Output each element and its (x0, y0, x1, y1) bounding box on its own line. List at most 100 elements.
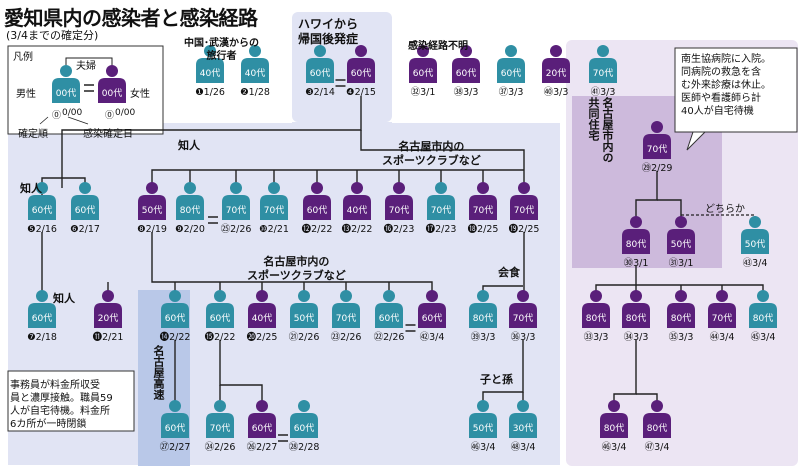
person-age: 40代 (245, 68, 265, 79)
person-order-date: ❹2/15 (346, 87, 376, 98)
person-age: 80代 (604, 423, 624, 434)
hawaii-panel (292, 12, 392, 122)
person-order-date: ❶1/26 (195, 87, 225, 98)
hospital-note-box (674, 47, 798, 133)
person-order-date: ㊹3/4 (710, 332, 735, 343)
person-order-date: ㊵3/3 (544, 87, 569, 98)
person-figure-p40: 20代 (542, 45, 570, 83)
person-body (427, 195, 455, 220)
person-head (590, 290, 602, 302)
legend-couple: 夫婦 (76, 61, 96, 72)
person-age: 70代 (473, 205, 493, 216)
person-body (469, 303, 497, 328)
legend-male: 男性 (16, 89, 36, 100)
wuhan-label: 中国･武漢からの 旅行者 (184, 38, 259, 62)
person-body (418, 303, 446, 328)
housing-label: 名古屋市内の 共同住宅 (587, 97, 614, 163)
person-order-date: ⓯2/22 (205, 332, 236, 343)
child-grandchild-label: 子と孫 (480, 373, 513, 386)
person-body (206, 413, 234, 438)
hawaii-label: ハワイから 帰国後発症 (298, 17, 359, 46)
person-age: 60代 (165, 423, 185, 434)
person-order-date: ⓫2/21 (93, 332, 124, 343)
person-body (600, 413, 628, 438)
person-head (651, 400, 663, 412)
person-figure-p26: 60代 (248, 400, 276, 438)
person-body (582, 303, 610, 328)
person-head (214, 400, 226, 412)
person-head (355, 45, 367, 57)
person-age: 30代 (513, 423, 533, 434)
person-order-date: ㊳3/3 (454, 87, 479, 98)
person-figure-p37: 60代 (497, 45, 525, 83)
person-head (351, 182, 363, 194)
person-head (426, 290, 438, 302)
person-age: 60代 (294, 423, 314, 434)
dochiraka-label: どちらか (705, 204, 745, 215)
person-age: 20代 (546, 68, 566, 79)
connector-line (61, 96, 362, 178)
person-age: 70代 (210, 423, 230, 434)
couple-equals (208, 216, 218, 224)
person-age: 70代 (336, 313, 356, 324)
person-figure-p43: 50代 (741, 216, 769, 254)
person-order-date: ㊻3/4 (602, 442, 627, 453)
person-age: 50代 (745, 239, 765, 250)
person-body (28, 303, 56, 328)
legend-order-symbol-female: ⓪ (105, 111, 115, 121)
person-figure-p30: 80代 (622, 216, 650, 254)
person-order-date: ㉒2/26 (374, 332, 405, 343)
person-body (708, 303, 736, 328)
legend-date-value-female: 0/00 (115, 108, 136, 118)
connector-line (482, 340, 524, 406)
person-order-date: ⓰2/23 (384, 224, 415, 235)
person-figure-p16: 70代 (385, 182, 413, 220)
sports-club-label-2: 名古屋市内の スポーツクラブなど (247, 255, 346, 282)
person-body (622, 303, 650, 328)
person-age: 60代 (252, 423, 272, 434)
person-head (383, 290, 395, 302)
person-age: 70代 (514, 205, 534, 216)
person-body (28, 195, 56, 220)
person-figure-p32: 60代 (409, 45, 437, 83)
person-figure-p17: 70代 (427, 182, 455, 220)
person-order-date: ㉜3/1 (411, 87, 436, 98)
connector-line (219, 340, 263, 406)
person-head (256, 400, 268, 412)
legend-box (7, 45, 164, 135)
person-figure-p28: 60代 (290, 400, 318, 438)
person-head (298, 400, 310, 412)
person-order-date: ❾2/20 (175, 224, 205, 235)
person-order-date: ㊸3/4 (743, 258, 768, 269)
person-age: 40代 (200, 68, 220, 79)
person-age: 80代 (626, 239, 646, 250)
person-order-date: ㉘2/28 (289, 442, 320, 453)
person-head (169, 290, 181, 302)
person-head (757, 290, 769, 302)
person-age: 70代 (226, 205, 246, 216)
person-order-date: ㊽3/4 (511, 442, 536, 453)
person-head (298, 290, 310, 302)
hospital-note: 南生協病院に入院。 同病院の救急を含 む外来診療は休止。 医師や看護師ら計 40… (681, 54, 771, 117)
person-order-date: ㉑2/26 (289, 332, 320, 343)
unknown-route-label: 感染経路不明 (408, 41, 468, 52)
person-figure-p15: 60代 (206, 290, 234, 328)
person-body (306, 58, 334, 83)
person-head (60, 65, 72, 77)
legend-order: 確定順 (18, 129, 48, 140)
person-order-date: ㊲3/3 (499, 87, 524, 98)
connector-line (151, 232, 433, 296)
person-body (667, 303, 695, 328)
couple-equals (335, 79, 346, 87)
person-order-date: ㉛3/1 (669, 258, 694, 269)
person-head (505, 45, 517, 57)
person-age: 40代 (347, 205, 367, 216)
acquaintance-label-3: 知人 (53, 292, 75, 305)
person-figure-p25: 70代 (222, 182, 250, 220)
person-head (517, 400, 529, 412)
person-figure-p14: 60代 (161, 290, 189, 328)
person-figure-p10: 70代 (260, 182, 288, 220)
person-figure-p31: 50代 (667, 216, 695, 254)
page-subtitle: (3/4までの確定分) (6, 29, 99, 42)
person-figure-p20: 40代 (248, 290, 276, 328)
